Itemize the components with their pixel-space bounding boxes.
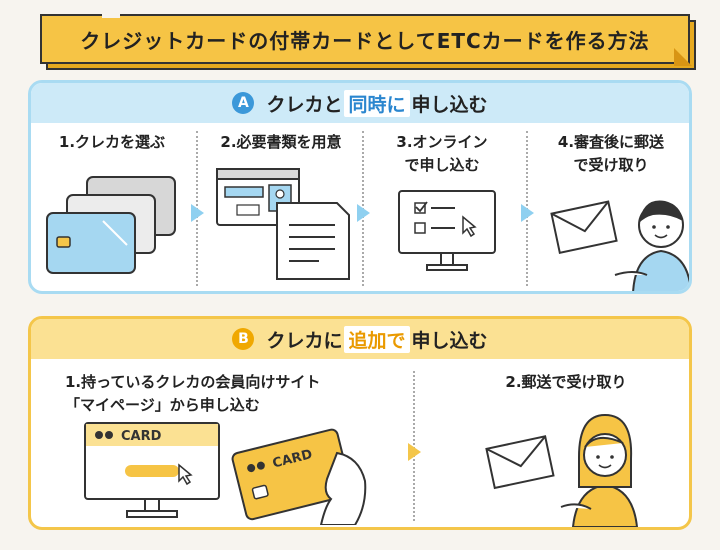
person-hand bbox=[560, 503, 592, 510]
monitor-base bbox=[126, 510, 178, 518]
card-chip-icon bbox=[56, 236, 71, 248]
brand-dot bbox=[256, 461, 265, 470]
section-b: B クレカに 追加で 申し込む 1.持っているクレカの会員向けサイト 「マイペー… bbox=[28, 316, 692, 530]
section-b-heading-highlight: 追加で bbox=[344, 325, 410, 353]
monitor-neck bbox=[440, 252, 454, 266]
checkmark-icon bbox=[415, 201, 428, 213]
apply-button-illustration bbox=[125, 465, 179, 477]
id-barcode bbox=[236, 204, 260, 216]
arrow-right-icon bbox=[521, 204, 534, 222]
step-a4-label: 4.審査後に郵送 で受け取り bbox=[531, 131, 689, 177]
person-hair bbox=[639, 200, 683, 223]
person-eye bbox=[666, 225, 670, 229]
section-a-heading-pre: クレカと bbox=[266, 93, 343, 116]
monitor-checklist-illustration bbox=[398, 190, 496, 271]
hand-holding-card-illustration: CARD bbox=[231, 428, 367, 525]
title-notch bbox=[102, 8, 120, 18]
brand-dot bbox=[95, 431, 103, 439]
id-photo-head bbox=[275, 189, 285, 199]
monitor-header-bar bbox=[86, 424, 218, 446]
step-a3-line2: で申し込む bbox=[404, 156, 480, 174]
credit-cards-illustration bbox=[46, 176, 176, 274]
checkbox-empty-icon bbox=[414, 222, 426, 234]
screen-card-label: CARD bbox=[121, 429, 162, 444]
section-a-badge: A bbox=[232, 92, 255, 114]
section-a-heading-post: 申し込む bbox=[411, 93, 488, 116]
step-b1-line1: 1.持っているクレカの会員向けサイト bbox=[65, 373, 321, 391]
person-hand bbox=[614, 271, 648, 276]
step-a4-line2: で受け取り bbox=[573, 156, 649, 174]
envelope-icon bbox=[550, 200, 618, 254]
person-body bbox=[632, 249, 689, 291]
id-card-header bbox=[216, 168, 300, 180]
title-fold bbox=[674, 48, 692, 66]
brand-dot bbox=[105, 431, 113, 439]
document-paper bbox=[276, 202, 350, 280]
step-b2-label: 2.郵送で受け取り bbox=[451, 371, 681, 394]
monitor-screen bbox=[398, 190, 496, 254]
step-a1-line1: 1.クレカを選ぶ bbox=[58, 133, 166, 151]
section-b-heading: B クレカに 追加で 申し込む bbox=[31, 319, 689, 359]
section-b-badge: B bbox=[232, 328, 255, 350]
step-a2-label: 2.必要書類を用意 bbox=[201, 131, 361, 154]
arrow-right-icon bbox=[408, 443, 421, 461]
person-smile bbox=[654, 234, 668, 239]
hand-icon bbox=[319, 451, 367, 525]
envelope-icon bbox=[485, 435, 555, 490]
id-card-field bbox=[224, 186, 264, 198]
card-blue bbox=[46, 212, 136, 274]
section-a-heading: A クレカと 同時に 申し込む bbox=[31, 83, 689, 123]
page-title: クレジットカードの付帯カードとしてETCカードを作る方法 bbox=[40, 14, 690, 64]
arrow-right-icon bbox=[357, 204, 370, 222]
step-a4-line1: 4.審査後に郵送 bbox=[557, 133, 665, 151]
card-chip-icon bbox=[251, 484, 269, 500]
step-b2-line1: 2.郵送で受け取り bbox=[505, 373, 627, 391]
section-a: A クレカと 同時に 申し込む 1.クレカを選ぶ 2.必要書類を用意 3.オンラ… bbox=[28, 80, 692, 294]
step-b1-line2: 「マイページ」から申し込む bbox=[65, 396, 260, 414]
title-banner: クレジットカードの付帯カードとしてETCカードを作る方法 bbox=[40, 8, 696, 70]
person-smile bbox=[598, 464, 612, 469]
cursor-icon bbox=[178, 463, 193, 486]
person-eye bbox=[596, 455, 600, 459]
monitor-base bbox=[426, 264, 468, 271]
section-a-heading-highlight: 同時に bbox=[344, 89, 410, 117]
envelope-flap bbox=[551, 200, 610, 233]
checkbox-checked-icon bbox=[414, 202, 426, 214]
step-a2-line1: 2.必要書類を用意 bbox=[220, 133, 342, 151]
step-a3-label: 3.オンライン で申し込む bbox=[367, 131, 517, 177]
receive-mail-illustration bbox=[485, 413, 639, 527]
step-a3-line1: 3.オンライン bbox=[396, 133, 488, 151]
person-bangs bbox=[584, 436, 624, 448]
envelope-body bbox=[550, 200, 618, 254]
section-b-heading-pre: クレカに bbox=[266, 329, 343, 352]
brand-dot bbox=[247, 464, 256, 473]
envelope-flap bbox=[486, 435, 546, 468]
person-eye bbox=[652, 225, 656, 229]
envelope-body bbox=[485, 435, 555, 490]
monitor-neck bbox=[144, 498, 160, 512]
cursor-icon bbox=[462, 215, 477, 238]
card-shine bbox=[102, 220, 128, 246]
person-eye bbox=[610, 455, 614, 459]
receive-mail-illustration bbox=[550, 200, 689, 291]
arrow-right-icon bbox=[191, 204, 204, 222]
section-b-heading-post: 申し込む bbox=[411, 329, 488, 352]
step-b1-label: 1.持っているクレカの会員向けサイト 「マイページ」から申し込む bbox=[51, 371, 411, 417]
documents-illustration bbox=[216, 168, 350, 280]
step-a1-label: 1.クレカを選ぶ bbox=[37, 131, 187, 154]
member-site-monitor-illustration: CARD bbox=[84, 422, 220, 518]
